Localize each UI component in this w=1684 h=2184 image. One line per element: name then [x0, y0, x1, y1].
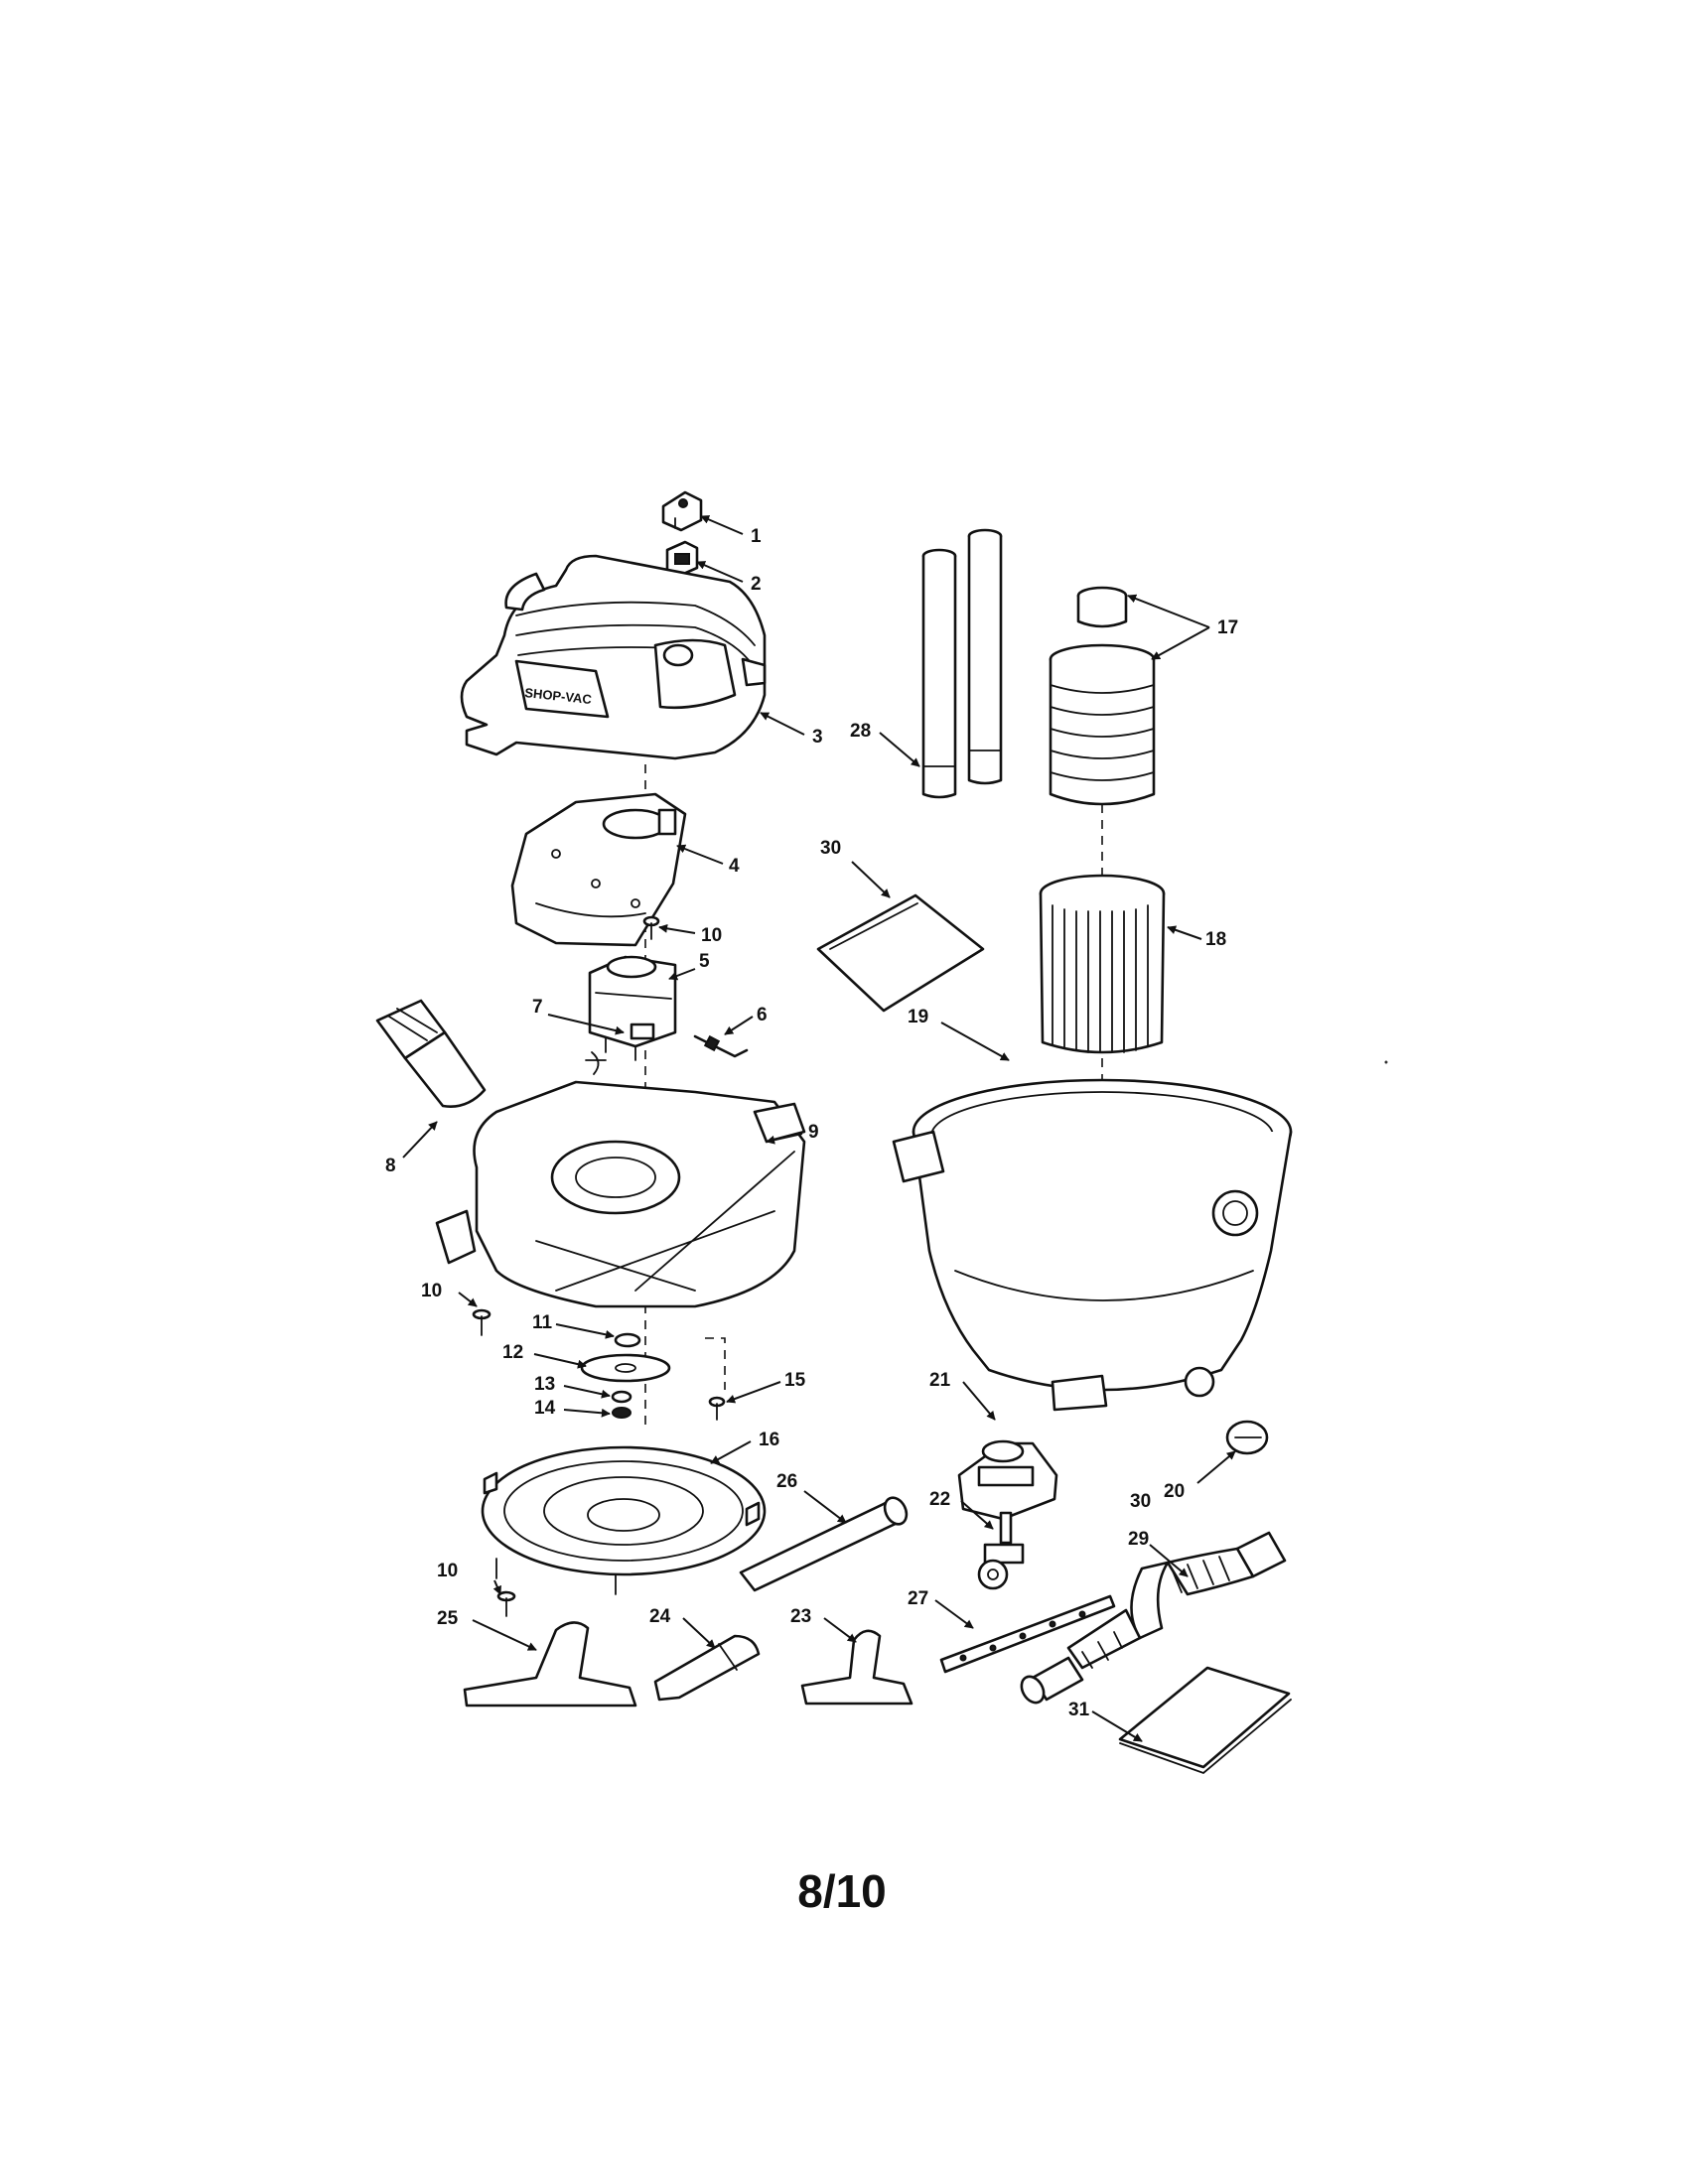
callout-17: 17 [1217, 617, 1238, 638]
callout-28: 28 [850, 721, 871, 742]
callout-20: 20 [1164, 1481, 1185, 1502]
part-21-caster-base [959, 1441, 1056, 1519]
part-8-inlet-port [377, 1001, 485, 1107]
callout-31: 31 [1068, 1700, 1090, 1720]
part-6-wire-lead [695, 1036, 747, 1056]
callout-22: 22 [929, 1489, 950, 1510]
scan-speck [1384, 1060, 1388, 1064]
part-17-float-cage [1051, 645, 1154, 804]
part-11-washer [616, 1334, 639, 1346]
cover-panel-text: SHOP-VAC [524, 685, 593, 707]
part-10-screw-a [644, 917, 658, 939]
callout-30b: 30 [1130, 1491, 1151, 1512]
part-15-screw [710, 1398, 724, 1420]
callout-2: 2 [751, 574, 762, 595]
part-19-tank [894, 1080, 1291, 1410]
callout-21: 21 [929, 1370, 951, 1391]
part-5-motor [590, 957, 675, 1060]
callout-26: 26 [776, 1471, 797, 1492]
callout-29: 29 [1128, 1529, 1149, 1550]
callout-27: 27 [908, 1588, 928, 1609]
part-22-caster [979, 1513, 1023, 1588]
part-7-connector [586, 1024, 653, 1074]
screw-15-guide [705, 1338, 725, 1390]
part-17-float [1078, 588, 1126, 626]
part-23-utility-nozzle [802, 1631, 912, 1704]
callout-10c: 10 [437, 1561, 458, 1581]
part-29-hose [1017, 1533, 1285, 1706]
callout-labels: 1 2 3 4 10 5 6 7 8 9 10 11 12 13 14 15 1… [385, 526, 1238, 1720]
callout-3: 3 [812, 727, 823, 748]
part-10-screw-c [498, 1592, 514, 1616]
callout-6: 6 [757, 1005, 768, 1025]
part-3-motor-cover: SHOP-VAC [462, 556, 765, 758]
callout-14: 14 [534, 1398, 556, 1419]
callout-18: 18 [1205, 929, 1226, 950]
callout-25: 25 [437, 1608, 459, 1629]
part-27-accessory-strip [941, 1596, 1114, 1672]
callout-24: 24 [649, 1606, 671, 1627]
callout-15: 15 [784, 1370, 806, 1391]
callout-12: 12 [502, 1342, 523, 1363]
callout-19: 19 [908, 1007, 928, 1027]
part-13-washer [613, 1392, 631, 1402]
callout-11: 11 [532, 1312, 553, 1333]
part-9-lid [437, 1082, 804, 1306]
part-24-claw-nozzle [655, 1636, 759, 1700]
callout-10b: 10 [421, 1281, 442, 1301]
callout-13: 13 [534, 1374, 555, 1395]
part-25-floor-nozzle [465, 1622, 635, 1706]
page-number: 8/10 [797, 1865, 887, 1917]
callout-9: 9 [808, 1122, 819, 1143]
callout-23: 23 [790, 1606, 811, 1627]
callout-10a: 10 [701, 925, 722, 946]
part-14-nut [613, 1408, 631, 1418]
part-12-impeller [582, 1355, 669, 1381]
callout-5: 5 [699, 951, 710, 972]
part-28-extension-wands [923, 530, 1001, 797]
callout-4: 4 [729, 856, 740, 877]
part-10-screw-b [474, 1310, 490, 1335]
callout-16: 16 [759, 1430, 779, 1450]
part-1-switch-actuator [663, 492, 701, 530]
leader-lines [403, 515, 1236, 1741]
callout-30a: 30 [820, 838, 841, 859]
part-26-extension-wand [741, 1494, 911, 1590]
callout-1: 1 [751, 526, 762, 547]
part-30-foam-sleeve [818, 895, 983, 1011]
part-4-motor-housing [512, 794, 685, 945]
callout-8: 8 [385, 1156, 396, 1176]
part-16-impeller-housing [483, 1447, 765, 1594]
part-18-cartridge-filter [1041, 876, 1164, 1052]
part-20-drain-cap [1227, 1422, 1267, 1453]
part-31-owners-manual [1120, 1668, 1291, 1773]
callout-7: 7 [532, 997, 543, 1018]
